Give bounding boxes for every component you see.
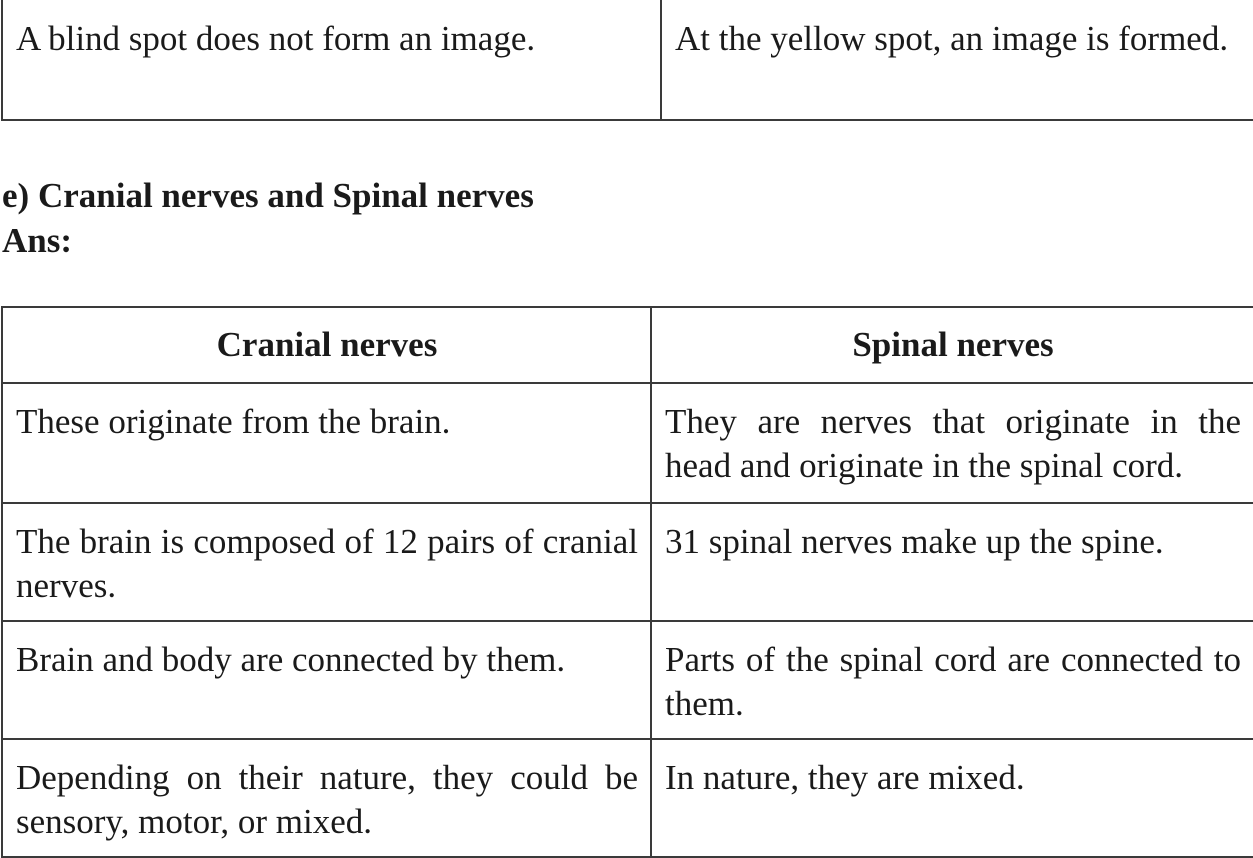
- table-cell: Parts of the spinal cord are connected t…: [650, 620, 1253, 740]
- table-row: Brain and body are connected by them. Pa…: [1, 620, 1253, 740]
- table-cell: At the yellow spot, an image is formed.: [660, 0, 1253, 121]
- blind-yellow-spot-table: A blind spot does not form an image. At …: [1, 0, 1253, 121]
- table-cell: These originate from the brain.: [1, 382, 652, 504]
- table-cell: Depending on their nature, they could be…: [1, 738, 652, 858]
- table-cell: A blind spot does not form an image.: [1, 0, 662, 121]
- table-cell: In nature, they are mixed.: [650, 738, 1253, 858]
- table-cell: They are nerves that originate in the he…: [650, 382, 1253, 504]
- table-cell: The brain is composed of 12 pairs of cra…: [1, 502, 652, 622]
- nerve-comparison-table: Cranial nerves Spinal nerves These origi…: [1, 306, 1253, 858]
- table-row: A blind spot does not form an image. At …: [1, 0, 1253, 121]
- table-row: The brain is composed of 12 pairs of cra…: [1, 502, 1253, 622]
- answer-label: Ans:: [2, 221, 73, 260]
- table-header-row: Cranial nerves Spinal nerves: [1, 306, 1253, 384]
- column-header-cranial: Cranial nerves: [1, 306, 652, 384]
- table-row: Depending on their nature, they could be…: [1, 738, 1253, 858]
- section-heading: e) Cranial nerves and Spinal nerves: [2, 176, 534, 215]
- table-cell: Brain and body are connected by them.: [1, 620, 652, 740]
- column-header-spinal: Spinal nerves: [650, 306, 1253, 384]
- table-row: These originate from the brain. They are…: [1, 382, 1253, 504]
- table-cell: 31 spinal nerves make up the spine.: [650, 502, 1253, 622]
